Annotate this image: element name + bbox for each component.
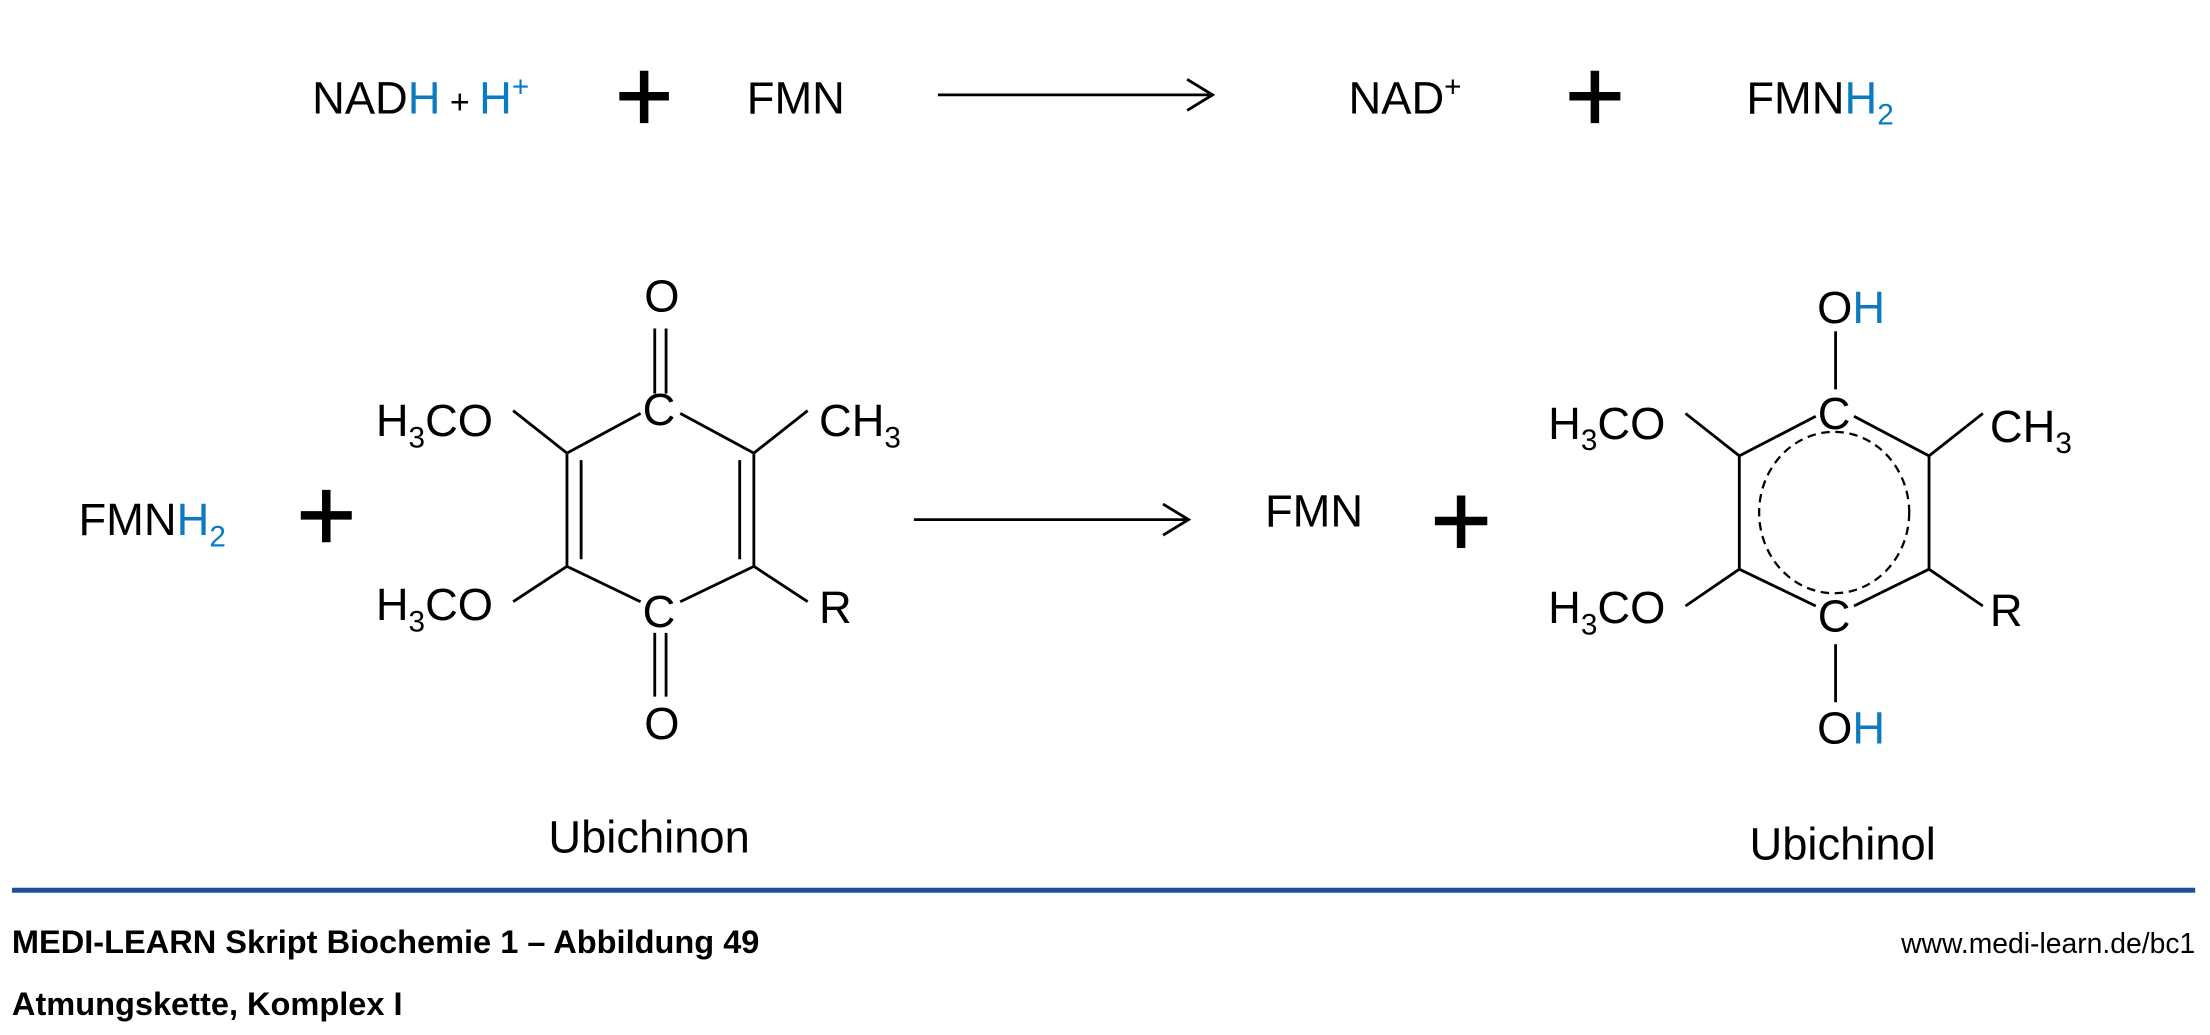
footer-url: www.medi-learn.de/bc1 <box>1900 927 2195 959</box>
ubichinon-structure: O C C O H3CO H3CO CH3 R Ubichinon <box>376 270 901 862</box>
ubichinol-name: Ubichinol <box>1750 818 1936 869</box>
aromatic-ring-icon <box>1757 430 1911 595</box>
oxygen-bottom: O <box>644 698 679 749</box>
methyl-label: CH3 <box>819 395 901 454</box>
fmnh2-label: FMNH2 <box>78 494 225 553</box>
carbon-top: C <box>643 384 676 435</box>
fmnh2-label: FMNH2 <box>1746 72 1893 131</box>
methoxy-label: H3CO <box>1548 398 1665 457</box>
hydroxyl-bottom: OH <box>1817 702 1885 753</box>
methoxy-label: H3CO <box>1548 582 1665 641</box>
plus-icon <box>1434 495 1488 548</box>
plus-icon <box>619 70 669 124</box>
r-group-label: R <box>1990 585 2023 636</box>
carbon-top: C <box>1818 388 1851 439</box>
fmn-label: FMN <box>1265 486 1363 537</box>
plus-icon <box>300 489 352 543</box>
methoxy-label: H3CO <box>376 395 493 454</box>
fmn-label: FMN <box>747 72 845 123</box>
carbon-bottom: C <box>643 586 676 637</box>
nadh-h-label: NADH + H+ <box>312 70 529 123</box>
ubichinol-structure: OH C C OH H3CO H3CO CH3 R Ubichinol <box>1548 282 2072 870</box>
r-group-label: R <box>819 582 852 633</box>
reaction-1: NADH + H+ FMN NAD+ FMNH2 <box>312 70 1894 131</box>
reaction-2: FMNH2 O C C O H3CO H3CO CH3 R Ubichinon … <box>78 270 2071 869</box>
footer-rule <box>11 887 2196 893</box>
hydroxyl-top: OH <box>1817 282 1885 333</box>
carbon-bottom: C <box>1818 590 1851 641</box>
methoxy-label: H3CO <box>376 579 493 638</box>
methyl-label: CH3 <box>1990 401 2072 460</box>
plus-icon <box>1569 70 1621 124</box>
nad-plus-label: NAD+ <box>1349 70 1462 123</box>
footer-title: MEDI-LEARN Skript Biochemie 1 – Abbildun… <box>12 924 759 960</box>
reaction-arrow-icon <box>937 78 1216 112</box>
reaction-arrow-icon <box>913 502 1192 537</box>
ubichinon-name: Ubichinon <box>548 811 749 862</box>
footer-subtitle: Atmungskette, Komplex I <box>12 986 403 1022</box>
oxygen-top: O <box>644 270 679 321</box>
